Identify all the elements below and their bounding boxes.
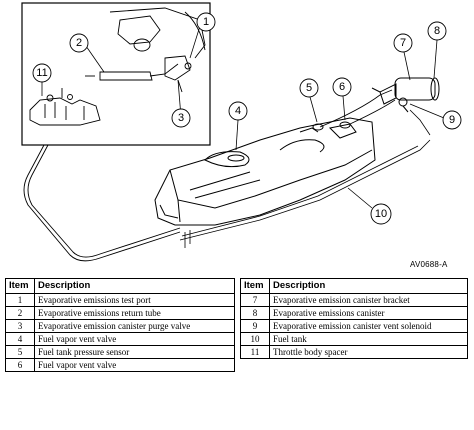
callout-1 — [196, 12, 216, 32]
item-description: Evaporative emission canister vent solen… — [269, 319, 468, 333]
item-description: Fuel vapor vent valve — [34, 332, 235, 346]
callout-9-label: 9 — [449, 114, 455, 126]
callout-4 — [228, 101, 248, 121]
item-number: 9 — [240, 319, 270, 333]
header-item: Item — [240, 278, 270, 294]
callout-3 — [171, 108, 191, 128]
item-description: Fuel vapor vent valve — [34, 358, 235, 372]
fuel-tank-drawing — [154, 117, 376, 226]
callout-10 — [370, 203, 392, 225]
figure-code: AV0688-A — [410, 260, 448, 269]
item-number: 8 — [240, 306, 270, 320]
callout-5 — [299, 78, 319, 98]
inset-engine-drawing — [29, 7, 206, 126]
item-number: 11 — [240, 345, 270, 359]
callout-1-label: 1 — [203, 16, 209, 28]
callout-3-label: 3 — [178, 112, 184, 124]
callout-11 — [32, 63, 52, 83]
item-description: Fuel tank pressure sensor — [34, 345, 235, 359]
header-description: Description — [34, 278, 235, 294]
item-number: 10 — [240, 332, 270, 346]
item-description: Evaporative emissions return tube — [34, 306, 235, 320]
callout-6 — [332, 77, 352, 97]
item-description: Evaporative emission canister bracket — [269, 293, 468, 307]
callout-7-label: 7 — [400, 37, 406, 49]
item-number: 6 — [5, 358, 35, 372]
callout-2 — [69, 33, 89, 53]
callout-5-label: 5 — [306, 82, 312, 94]
callout-6-label: 6 — [339, 81, 345, 93]
header-item: Item — [5, 278, 35, 294]
item-description: Throttle body spacer — [269, 345, 468, 359]
callout-8-label: 8 — [434, 25, 440, 37]
item-number: 7 — [240, 293, 270, 307]
item-description: Evaporative emissions test port — [34, 293, 235, 307]
item-number: 4 — [5, 332, 35, 346]
callout-11-label: 11 — [36, 67, 47, 79]
item-number: 1 — [5, 293, 35, 307]
item-number: 2 — [5, 306, 35, 320]
callout-10-label: 10 — [375, 208, 387, 220]
inset-frame — [21, 2, 211, 146]
canister-drawing — [371, 77, 440, 113]
item-description: Evaporative emissions canister — [269, 306, 468, 320]
item-number: 5 — [5, 345, 35, 359]
callout-8 — [427, 21, 447, 41]
evap-system-diagram: 1 2 3 4 5 6 7 8 9 10 11 — [21, 2, 462, 262]
callout-markers — [32, 12, 462, 225]
item-number: 3 — [5, 319, 35, 333]
item-description: Evaporative emission canister purge valv… — [34, 319, 235, 333]
item-description: Fuel tank — [269, 332, 468, 346]
callout-9 — [442, 110, 462, 130]
header-description: Description — [269, 278, 468, 294]
callout-7 — [393, 33, 413, 53]
vapor-hose-drawing — [23, 144, 181, 262]
callout-4-label: 4 — [235, 105, 241, 117]
callout-2-label: 2 — [76, 37, 82, 49]
